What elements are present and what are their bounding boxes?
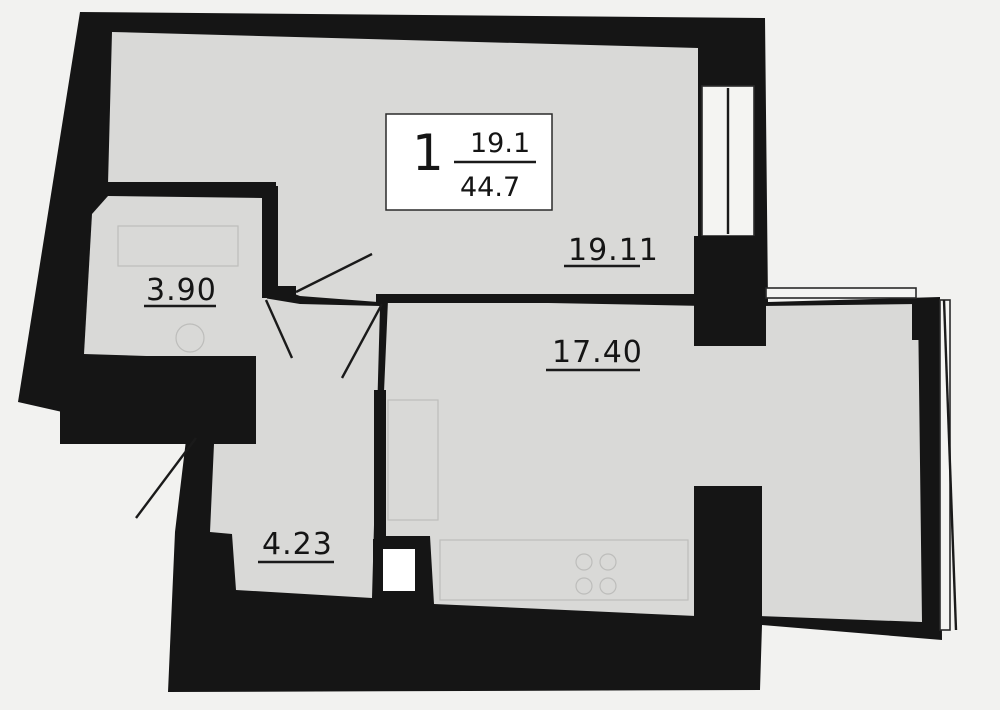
stove-burner-2: [599, 553, 617, 571]
wall-bath-stub: [262, 286, 296, 298]
door-swing-entrance: [135, 437, 197, 519]
bathroom-area: 3.90: [146, 273, 217, 308]
column-right: [694, 236, 766, 346]
stove-burner-3: [575, 577, 593, 595]
rooms-count: 1: [412, 124, 444, 182]
wall-living-kitchen: [376, 294, 700, 303]
column-kitchen: [694, 486, 762, 626]
wall-bath-top: [104, 182, 276, 196]
kitchen-counter: [439, 539, 689, 601]
stove-burner-4: [599, 577, 617, 595]
kitchen-window-top: [765, 287, 917, 299]
stove-burner-1: [575, 553, 593, 571]
column-corner: [912, 300, 942, 340]
bathroom: [84, 196, 270, 360]
wall-bath-right: [262, 186, 278, 296]
kitchen-area: 17.40: [552, 335, 643, 370]
fridge: [387, 399, 439, 521]
bath-fixture: [117, 225, 239, 267]
living-room-area: 19.11: [568, 233, 659, 268]
living-area: 19.1: [470, 128, 530, 159]
door-swing-kitchen: [340, 303, 384, 379]
bathtub-drain: [175, 323, 205, 353]
hallway-area: 4.23: [262, 527, 333, 562]
kitchen: [376, 300, 922, 622]
door-swing-living: [295, 252, 373, 294]
wall-bath-bottom: [60, 356, 256, 444]
ventilation-shaft: [373, 539, 425, 601]
door-swing-bathroom: [264, 299, 294, 359]
total-area: 44.7: [460, 172, 520, 203]
